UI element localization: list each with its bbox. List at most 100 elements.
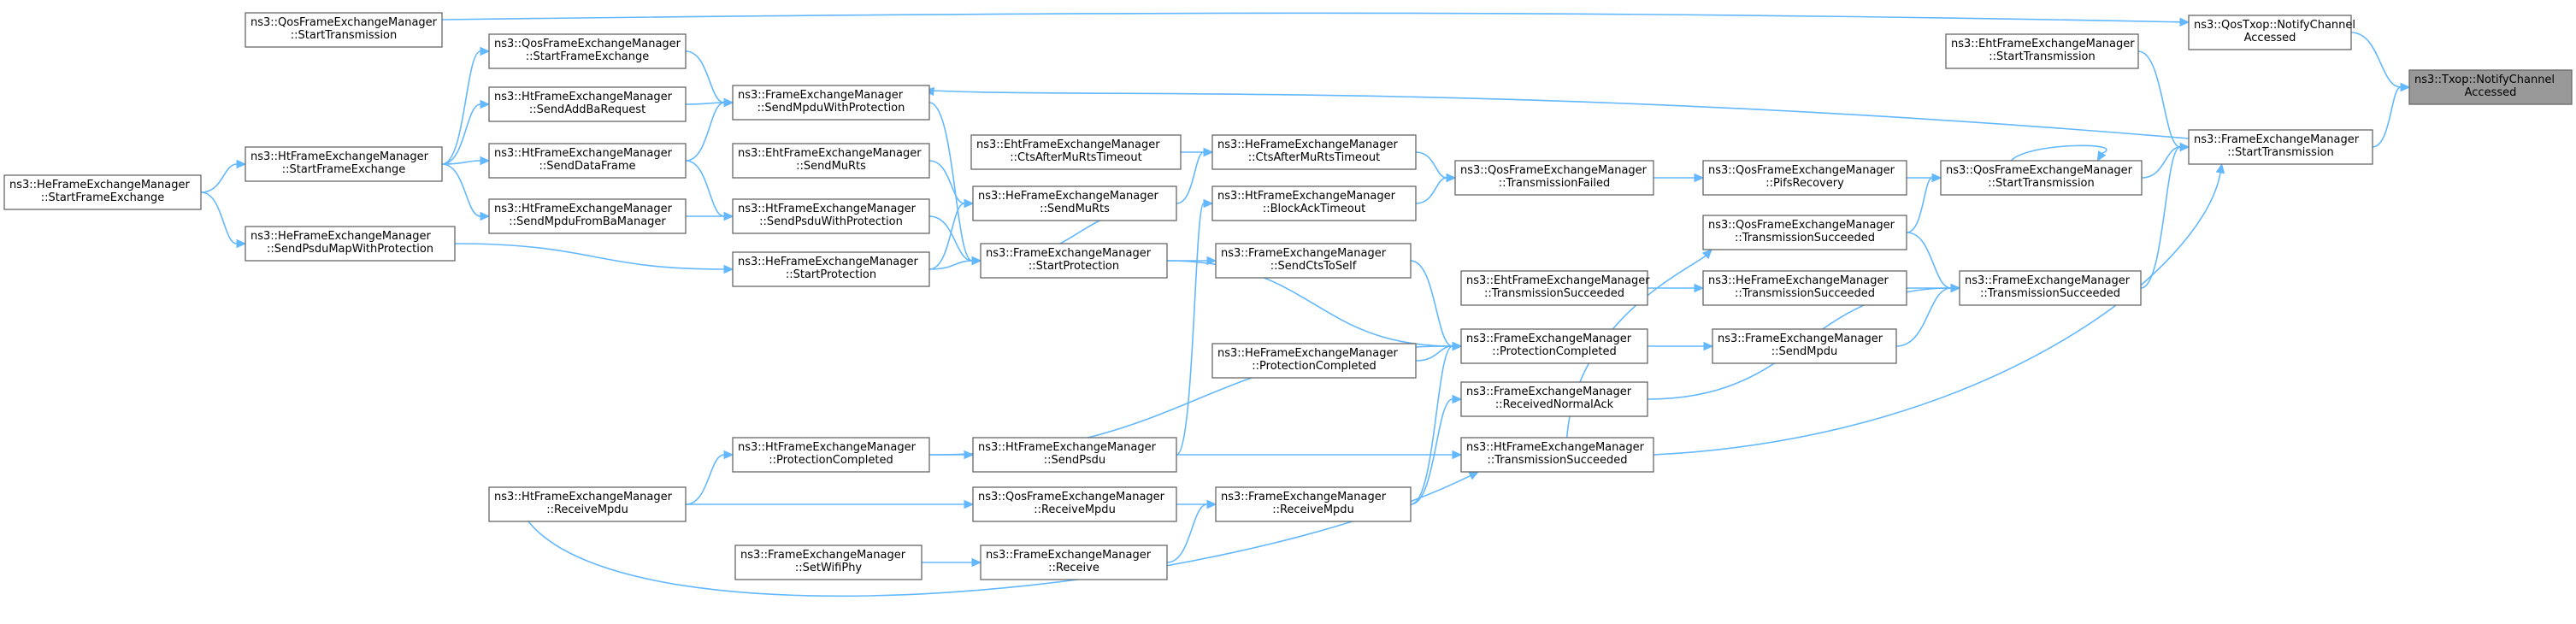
- edge-qos-fem-start-frame-exchange-fem-send-mpdu-with-protection: [685, 50, 734, 108]
- node-box: [1945, 33, 2139, 69]
- node-box: [2408, 69, 2573, 105]
- edge-qos-txop-notify-channel-accessed-txop-notify-channel-accessed: [2350, 32, 2411, 92]
- node-qos-fem-transmission-succeeded[interactable]: ns3::QosFrameExchangeManager::Transmissi…: [1702, 215, 1907, 250]
- node-label: ns3::QosFrameExchangeManager: [1708, 164, 1895, 177]
- node-ht-fem-receive-mpdu[interactable]: ns3::HtFrameExchangeManager::ReceiveMpdu: [488, 486, 687, 522]
- node-label: ns3::FrameExchangeManager: [1221, 491, 1387, 503]
- node-label: ::TransmissionSucceeded: [1735, 232, 1875, 244]
- node-label: ::StartFrameExchange: [282, 163, 406, 176]
- node-fem-receive[interactable]: ns3::FrameExchangeManager::Receive: [980, 545, 1168, 580]
- node-box: [1940, 160, 2143, 196]
- node-he-fem-send-psdu-map-with-protection[interactable]: ns3::HeFrameExchangeManager::SendPsduMap…: [245, 226, 456, 262]
- edge-ht-fem-protection-completed-ht-fem-send-psdu: [929, 450, 975, 460]
- node-ht-fem-send-mpdu-from-ba-manager[interactable]: ns3::HtFrameExchangeManager::SendMpduFro…: [488, 198, 687, 234]
- node-label: ::StartProtection: [1029, 260, 1119, 273]
- node-box: [732, 251, 930, 287]
- edge-fem-set-wifi-phy-fem-receive: [922, 557, 982, 568]
- edge-fem-send-cts-to-self-fem-protection-completed: [1410, 260, 1463, 351]
- node-eht-fem-start-transmission[interactable]: ns3::EhtFrameExchangeManager::StartTrans…: [1945, 33, 2139, 69]
- node-label: ns3::FrameExchangeManager: [738, 89, 904, 102]
- node-fem-send-mpdu[interactable]: ns3::FrameExchangeManager::SendMpdu: [1712, 328, 1897, 364]
- node-qos-fem-receive-mpdu[interactable]: ns3::QosFrameExchangeManager::ReceiveMpd…: [972, 486, 1177, 522]
- node-fem-start-protection[interactable]: ns3::FrameExchangeManager::StartProtecti…: [980, 243, 1168, 279]
- node-label: ns3::HeFrameExchangeManager: [251, 230, 431, 243]
- node-box: [972, 185, 1177, 221]
- node-label: ::SendMuRts: [1040, 203, 1110, 215]
- node-label: ::SendPsduMapWithProtection: [267, 243, 433, 256]
- node-qos-fem-start-transmission-l[interactable]: ns3::QosFrameExchangeManager::StartTrans…: [245, 12, 443, 48]
- node-label: ns3::HtFrameExchangeManager: [494, 91, 673, 103]
- node-box: [1712, 328, 1897, 364]
- node-fem-transmission-succeeded[interactable]: ns3::FrameExchangeManager::TransmissionS…: [1959, 270, 2142, 306]
- node-box: [245, 226, 456, 262]
- edge-fem-receive-mpdu-fem-received-normal-ack: [1410, 394, 1463, 505]
- node-box: [488, 198, 687, 234]
- node-eht-fem-send-mu-rts[interactable]: ns3::EhtFrameExchangeManager::SendMuRts: [732, 143, 930, 179]
- node-box: [488, 143, 687, 179]
- edge-self-loop-qos-start-transmission: [2010, 144, 2107, 162]
- node-label: ns3::QosFrameExchangeManager: [1946, 164, 2133, 177]
- node-he-fem-cts-after-mu-rts-timeout[interactable]: ns3::HeFrameExchangeManager::CtsAfterMuR…: [1211, 134, 1417, 170]
- node-label: ns3::FrameExchangeManager: [1221, 247, 1387, 260]
- node-qos-fem-start-transmission-r[interactable]: ns3::QosFrameExchangeManager::StartTrans…: [1940, 160, 2143, 196]
- node-box: [1215, 486, 1412, 522]
- node-label: ns3::QosTxop::NotifyChannel: [2194, 19, 2355, 32]
- node-fem-received-normal-ack[interactable]: ns3::FrameExchangeManager::ReceivedNorma…: [1460, 381, 1648, 417]
- node-box: [1211, 343, 1417, 379]
- node-fem-start-transmission[interactable]: ns3::FrameExchangeManager::StartTransmis…: [2188, 129, 2373, 165]
- node-he-fem-protection-completed[interactable]: ns3::HeFrameExchangeManager::ProtectionC…: [1211, 343, 1417, 379]
- node-qos-fem-pifs-recovery[interactable]: ns3::QosFrameExchangeManager::PifsRecove…: [1702, 160, 1907, 196]
- node-label: ::CtsAfterMuRtsTimeout: [1010, 151, 1141, 164]
- node-ht-fem-send-data-frame[interactable]: ns3::HtFrameExchangeManager::SendDataFra…: [488, 143, 687, 179]
- node-box: [488, 486, 687, 522]
- node-box: [980, 243, 1168, 279]
- node-label: Accessed: [2244, 32, 2296, 44]
- node-fem-send-mpdu-with-protection[interactable]: ns3::FrameExchangeManager::SendMpduWithP…: [732, 85, 930, 121]
- edge-eht-fem-transmission-succeeded-he-fem-transmission-succeeded: [1647, 283, 1705, 293]
- edge-qos-fem-transmission-succeeded-qos-fem-start-transmission-r: [1906, 173, 1942, 233]
- node-box: [1460, 437, 1654, 473]
- node-label: ns3::FrameExchangeManager: [740, 549, 906, 562]
- node-ht-fem-protection-completed[interactable]: ns3::HtFrameExchangeManager::ProtectionC…: [732, 437, 930, 473]
- node-box: [1460, 381, 1648, 417]
- node-label: ns3::HeFrameExchangeManager: [738, 256, 918, 268]
- node-eht-fem-cts-after-mu-rts-timeout[interactable]: ns3::EhtFrameExchangeManager::CtsAfterMu…: [970, 134, 1182, 170]
- node-ht-fem-transmission-succeeded[interactable]: ns3::HtFrameExchangeManager::Transmissio…: [1460, 437, 1654, 473]
- node-label: ::StartTransmission: [2227, 146, 2334, 159]
- node-fem-send-cts-to-self[interactable]: ns3::FrameExchangeManager::SendCtsToSelf: [1215, 243, 1412, 279]
- node-label: ::ReceiveMpdu: [546, 503, 628, 516]
- node-label: ns3::EhtFrameExchangeManager: [738, 147, 922, 160]
- edge-qos-fem-transmission-succeeded-fem-transmission-succeeded: [1906, 232, 1961, 293]
- node-box: [1959, 270, 2142, 306]
- node-label: ::StartTransmission: [291, 29, 398, 42]
- node-ht-fem-send-psdu-with-protection[interactable]: ns3::HtFrameExchangeManager::SendPsduWit…: [732, 198, 930, 234]
- node-label: ns3::HtFrameExchangeManager: [978, 441, 1157, 454]
- node-he-fem-start-frame-exchange[interactable]: ns3::HeFrameExchangeManager::StartFrameE…: [3, 174, 202, 210]
- node-he-fem-start-protection[interactable]: ns3::HeFrameExchangeManager::StartProtec…: [732, 251, 930, 287]
- node-box: [970, 134, 1182, 170]
- node-fem-receive-mpdu[interactable]: ns3::FrameExchangeManager::ReceiveMpdu: [1215, 486, 1412, 522]
- node-label: ::ReceiveMpdu: [1034, 503, 1116, 516]
- node-ht-fem-send-add-ba-request[interactable]: ns3::HtFrameExchangeManager::SendAddBaRe…: [488, 86, 687, 122]
- node-ht-fem-block-ack-timeout[interactable]: ns3::HtFrameExchangeManager::BlockAckTim…: [1211, 185, 1417, 221]
- node-fem-set-wifi-phy[interactable]: ns3::FrameExchangeManager::SetWifiPhy: [734, 545, 923, 580]
- node-label: ns3::FrameExchangeManager: [1466, 386, 1632, 398]
- node-he-fem-send-mu-rts[interactable]: ns3::HeFrameExchangeManager::SendMuRts: [972, 185, 1177, 221]
- node-label: ::ReceivedNormalAck: [1495, 398, 1614, 411]
- node-label: ::SendCtsToSelf: [1270, 260, 1357, 273]
- node-label: ::TransmissionSucceeded: [1484, 287, 1624, 300]
- node-label: ns3::HeFrameExchangeManager: [1708, 274, 1889, 287]
- node-label: ns3::HtFrameExchangeManager: [251, 150, 429, 163]
- node-ht-fem-start-frame-exchange[interactable]: ns3::HtFrameExchangeManager::StartFrameE…: [245, 146, 443, 182]
- edge-ht-fem-transmission-succeeded-fem-start-transmission: [1653, 162, 2225, 456]
- node-qos-fem-transmission-failed[interactable]: ns3::QosFrameExchangeManager::Transmissi…: [1454, 160, 1654, 196]
- node-fem-protection-completed[interactable]: ns3::FrameExchangeManager::ProtectionCom…: [1460, 328, 1648, 364]
- node-he-fem-transmission-succeeded[interactable]: ns3::HeFrameExchangeManager::Transmissio…: [1702, 270, 1907, 306]
- edge-ht-fem-start-frame-exchange-ht-fem-send-data-frame: [441, 156, 491, 166]
- node-qos-fem-start-frame-exchange[interactable]: ns3::QosFrameExchangeManager::StartFrame…: [488, 33, 687, 69]
- node-eht-fem-transmission-succeeded[interactable]: ns3::EhtFrameExchangeManager::Transmissi…: [1460, 270, 1650, 306]
- node-label: ns3::HtFrameExchangeManager: [1217, 190, 1396, 203]
- node-ht-fem-send-psdu[interactable]: ns3::HtFrameExchangeManager::SendPsdu: [972, 437, 1177, 473]
